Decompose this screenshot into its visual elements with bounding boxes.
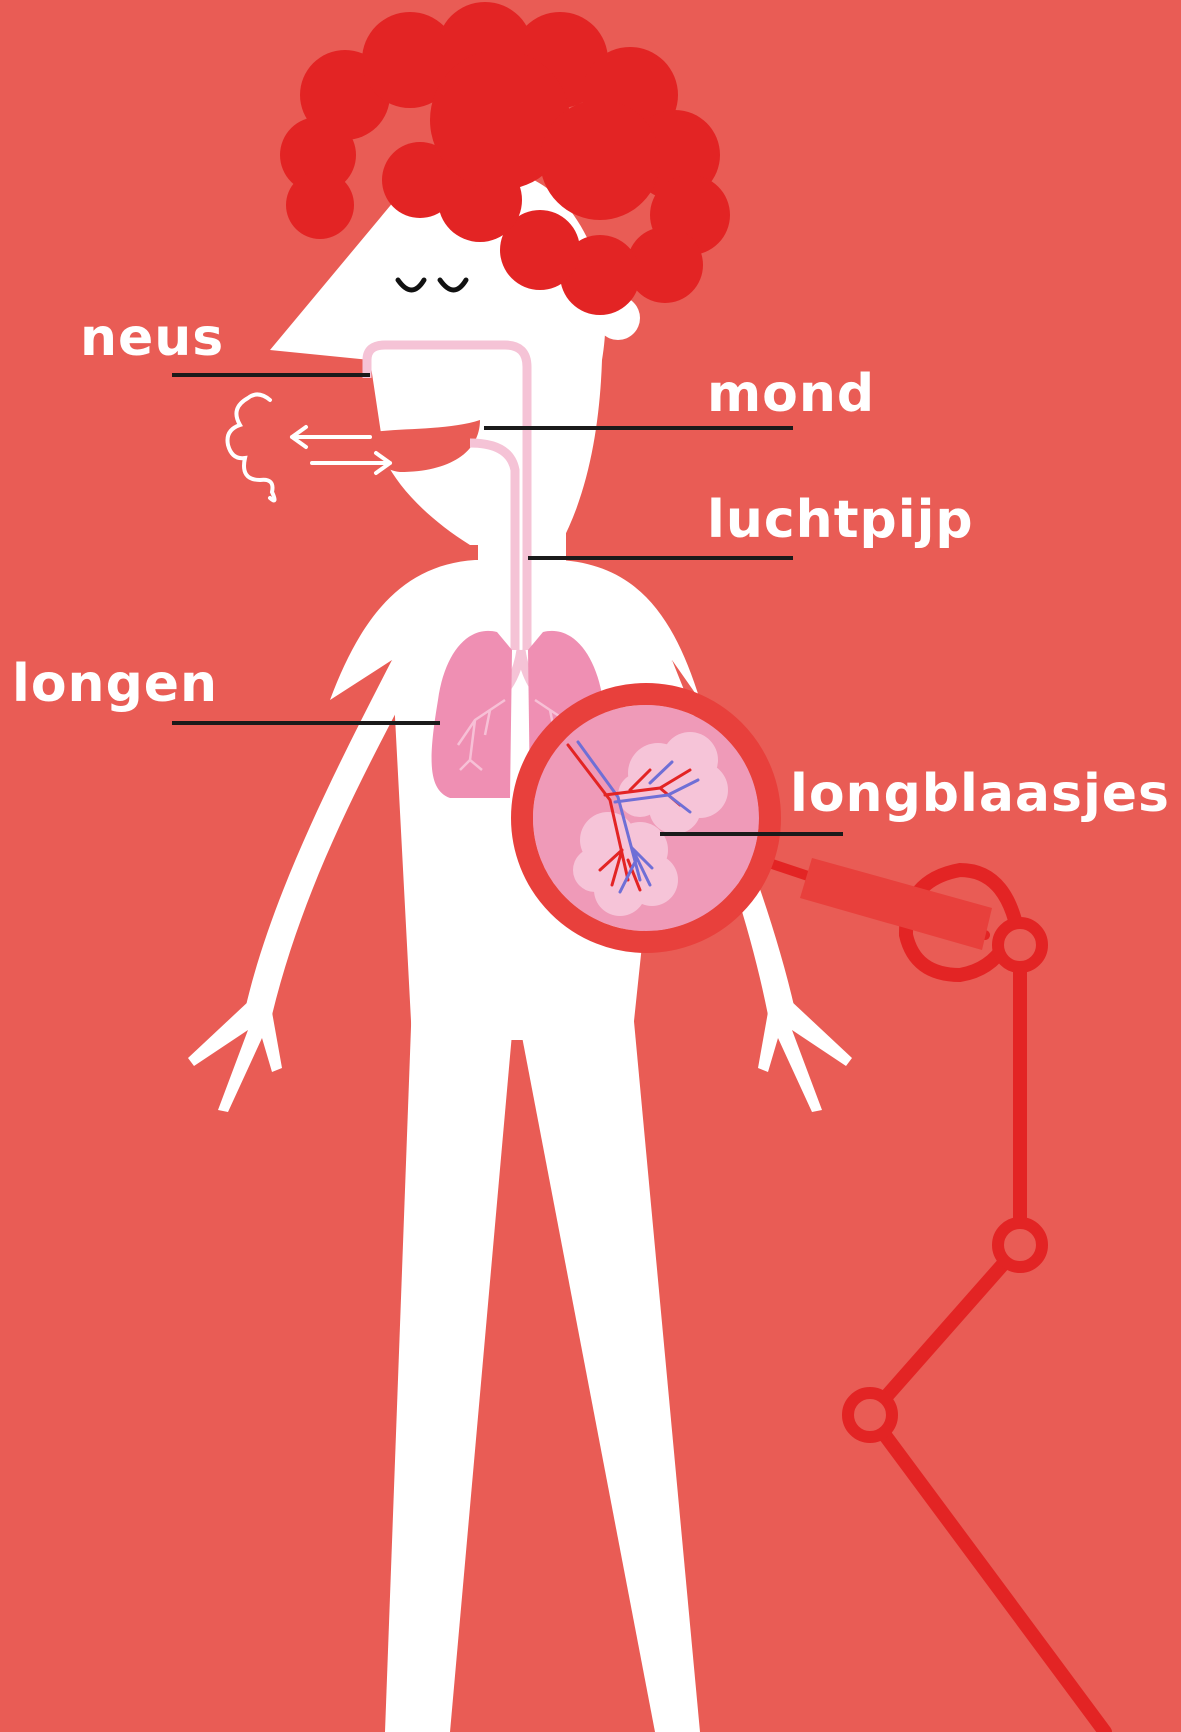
legs: [385, 1000, 700, 1732]
breath-cloud-icon: [228, 394, 391, 500]
magnifier: [522, 694, 770, 942]
left-arm: [188, 660, 400, 1112]
label-luchtpijp: luchtpijp: [707, 494, 974, 546]
robot-arm: [760, 860, 1105, 1732]
label-neus: neus: [80, 312, 224, 364]
label-longblaasjes: longblaasjes: [790, 768, 1170, 820]
label-longen: longen: [12, 658, 218, 710]
label-mond: mond: [707, 368, 875, 420]
